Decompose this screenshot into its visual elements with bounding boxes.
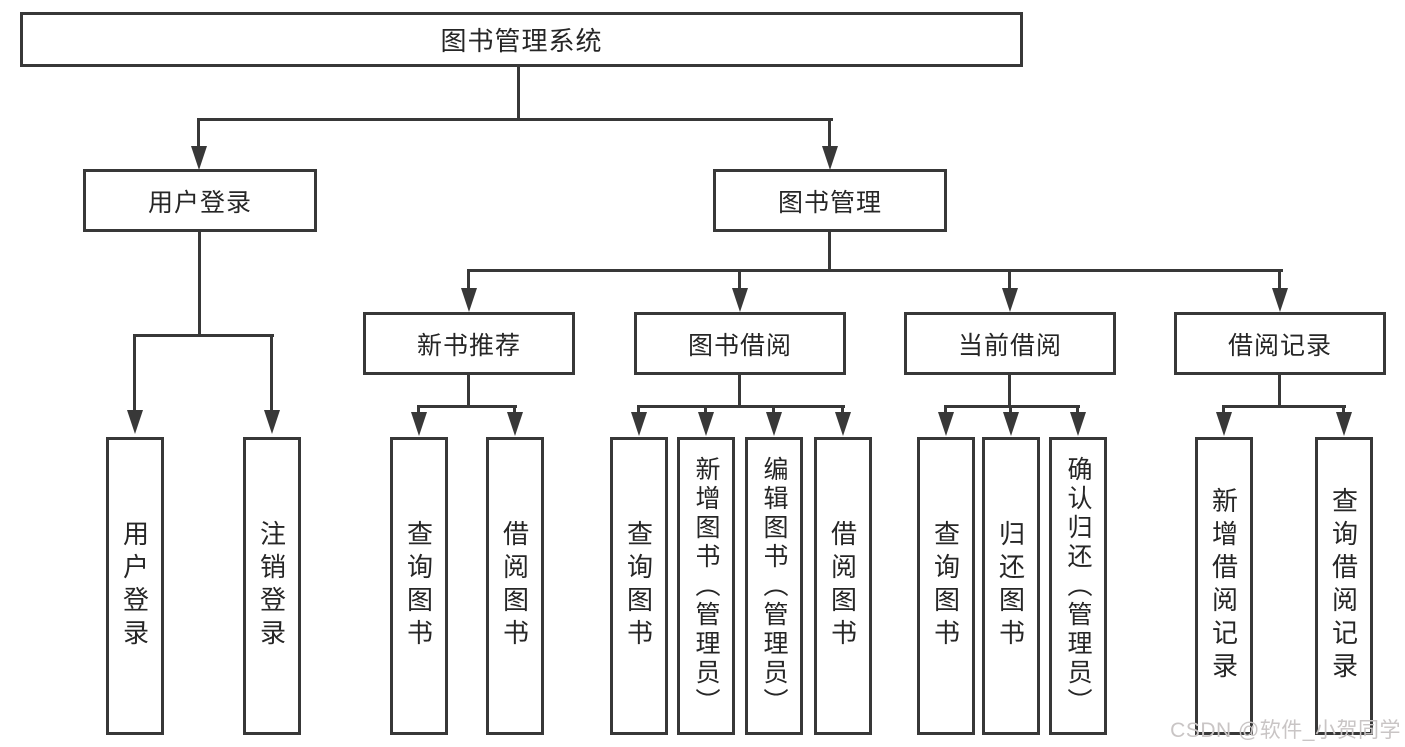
arrow-down-icon xyxy=(1003,412,1019,436)
connector-line xyxy=(704,407,707,413)
arrow-down-icon xyxy=(938,412,954,436)
leaf-query-book-current: 查询图书 xyxy=(917,437,975,735)
leaf-logout-login: 注销登录 xyxy=(243,437,301,735)
connector-line xyxy=(467,269,1283,272)
leaf-return-book: 归还图书 xyxy=(982,437,1040,735)
connector-line xyxy=(841,407,844,413)
connector-line xyxy=(1076,407,1079,413)
leaf-borrow-book: 借阅图书 xyxy=(814,437,872,735)
arrow-down-icon xyxy=(1336,412,1352,436)
arrow-down-icon xyxy=(1272,288,1288,312)
leaf-confirm-return-admin: 确认归还（管理员） xyxy=(1049,437,1107,735)
connector-line xyxy=(1222,405,1346,408)
connector-line xyxy=(133,336,136,410)
leaf-label: 用户登录 xyxy=(119,520,150,652)
leaf-label: 借阅图书 xyxy=(827,520,858,652)
leaf-label: 新增图书（管理员） xyxy=(692,455,720,717)
leaf-label: 查询图书 xyxy=(403,520,434,652)
connector-line xyxy=(828,120,831,146)
arrow-down-icon xyxy=(835,412,851,436)
leaf-query-book-borrow: 查询图书 xyxy=(610,437,668,735)
connector-line xyxy=(944,407,947,413)
leaf-label: 注销登录 xyxy=(256,520,287,652)
connector-line xyxy=(1278,272,1281,288)
leaf-borrow-book-recommend: 借阅图书 xyxy=(486,437,544,735)
arrow-down-icon xyxy=(1070,412,1086,436)
arrow-down-icon xyxy=(127,410,143,434)
connector-line xyxy=(1342,407,1345,413)
node-current-borrow: 当前借阅 xyxy=(904,312,1116,375)
connector-line xyxy=(467,272,470,288)
leaf-user-login: 用户登录 xyxy=(106,437,164,735)
connector-line xyxy=(637,405,845,408)
connector-line xyxy=(738,375,741,407)
leaf-add-borrow-record: 新增借阅记录 xyxy=(1195,437,1253,735)
arrow-down-icon xyxy=(631,412,647,436)
arrow-down-icon xyxy=(264,410,280,434)
leaf-label: 借阅图书 xyxy=(499,520,530,652)
node-user-login: 用户登录 xyxy=(83,169,317,232)
arrow-down-icon xyxy=(732,288,748,312)
leaf-label: 查询借阅记录 xyxy=(1328,487,1359,685)
arrow-down-icon xyxy=(822,146,838,170)
connector-line xyxy=(738,272,741,288)
node-book-management: 图书管理 xyxy=(713,169,947,232)
connector-line xyxy=(513,407,516,413)
node-borrow-record: 借阅记录 xyxy=(1174,312,1386,375)
arrow-down-icon xyxy=(461,288,477,312)
arrow-down-icon xyxy=(507,412,523,436)
arrow-down-icon xyxy=(766,412,782,436)
arrow-down-icon xyxy=(1002,288,1018,312)
leaf-label: 确认归还（管理员） xyxy=(1064,455,1092,717)
leaf-label: 归还图书 xyxy=(995,520,1026,652)
leaf-edit-book-admin: 编辑图书（管理员） xyxy=(745,437,803,735)
connector-line xyxy=(828,232,831,271)
arrow-down-icon xyxy=(698,412,714,436)
leaf-query-borrow-record: 查询借阅记录 xyxy=(1315,437,1373,735)
node-book-borrow: 图书借阅 xyxy=(634,312,846,375)
connector-line xyxy=(1222,407,1225,413)
leaf-add-book-admin: 新增图书（管理员） xyxy=(677,437,735,735)
connector-line xyxy=(417,407,420,413)
connector-line xyxy=(133,334,274,337)
connector-line xyxy=(1008,272,1011,288)
connector-line xyxy=(944,405,1080,408)
arrow-down-icon xyxy=(191,146,207,170)
connector-line xyxy=(270,336,273,410)
leaf-label: 查询图书 xyxy=(930,520,961,652)
connector-line xyxy=(1008,375,1011,407)
connector-line xyxy=(197,120,200,146)
arrow-down-icon xyxy=(1216,412,1232,436)
connector-line xyxy=(637,407,640,413)
leaf-query-book-recommend: 查询图书 xyxy=(390,437,448,735)
connector-line xyxy=(1278,375,1281,407)
connector-line xyxy=(1009,407,1012,413)
connector-line xyxy=(772,407,775,413)
arrow-down-icon xyxy=(411,412,427,436)
connector-line xyxy=(198,232,201,336)
connector-line xyxy=(517,67,520,120)
connector-line xyxy=(417,405,517,408)
leaf-label: 编辑图书（管理员） xyxy=(760,455,788,717)
connector-line xyxy=(467,375,470,407)
leaf-label: 查询图书 xyxy=(623,520,654,652)
connector-line xyxy=(197,118,833,121)
csdn-watermark: CSDN @软件_小贺同学 xyxy=(1170,719,1401,742)
node-library-system: 图书管理系统 xyxy=(20,12,1023,67)
leaf-label: 新增借阅记录 xyxy=(1208,487,1239,685)
node-new-book-recommend: 新书推荐 xyxy=(363,312,575,375)
